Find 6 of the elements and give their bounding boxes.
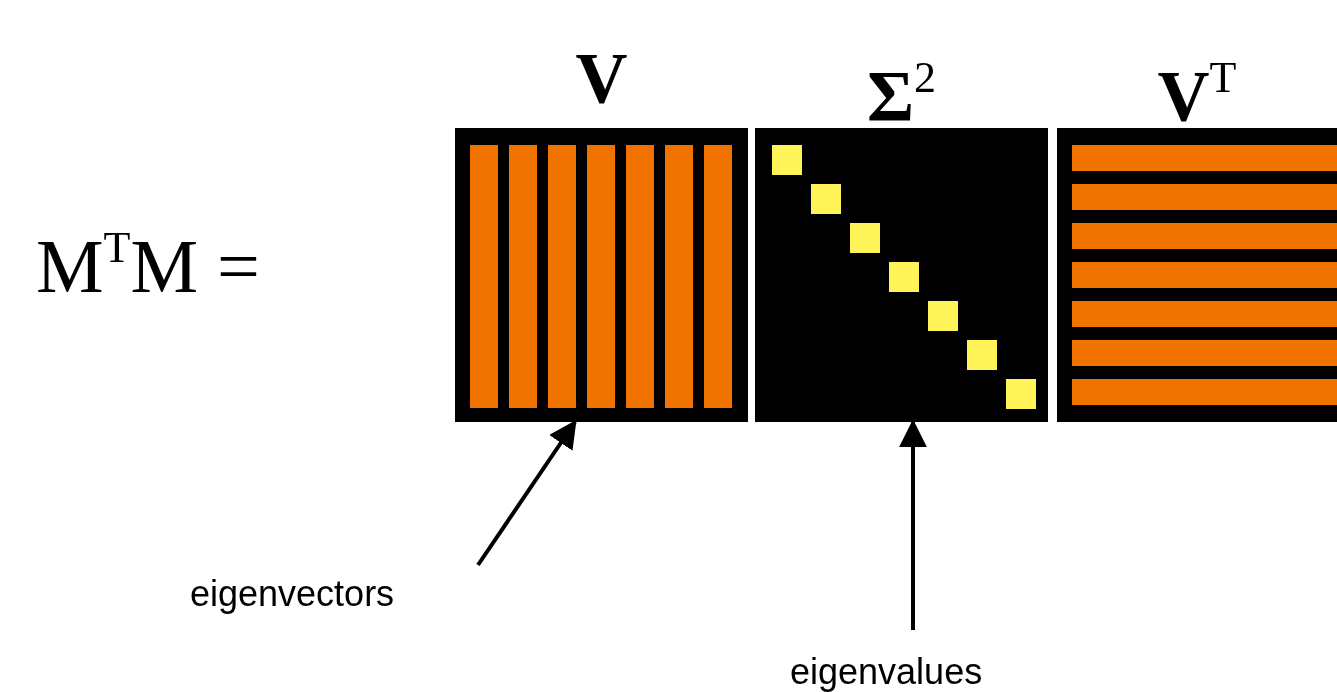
equation-text: M$^{T}$M = bbox=[36, 222, 260, 310]
matrix-symbol: V bbox=[575, 37, 628, 120]
annotation-text: eigenvectors bbox=[190, 574, 396, 614]
matrix-symbol: V$^{T}$ bbox=[1157, 52, 1237, 138]
matrix-symbol: Σ$^{2}$ bbox=[866, 52, 937, 138]
annotation-text: eigenvalues bbox=[790, 652, 984, 692]
